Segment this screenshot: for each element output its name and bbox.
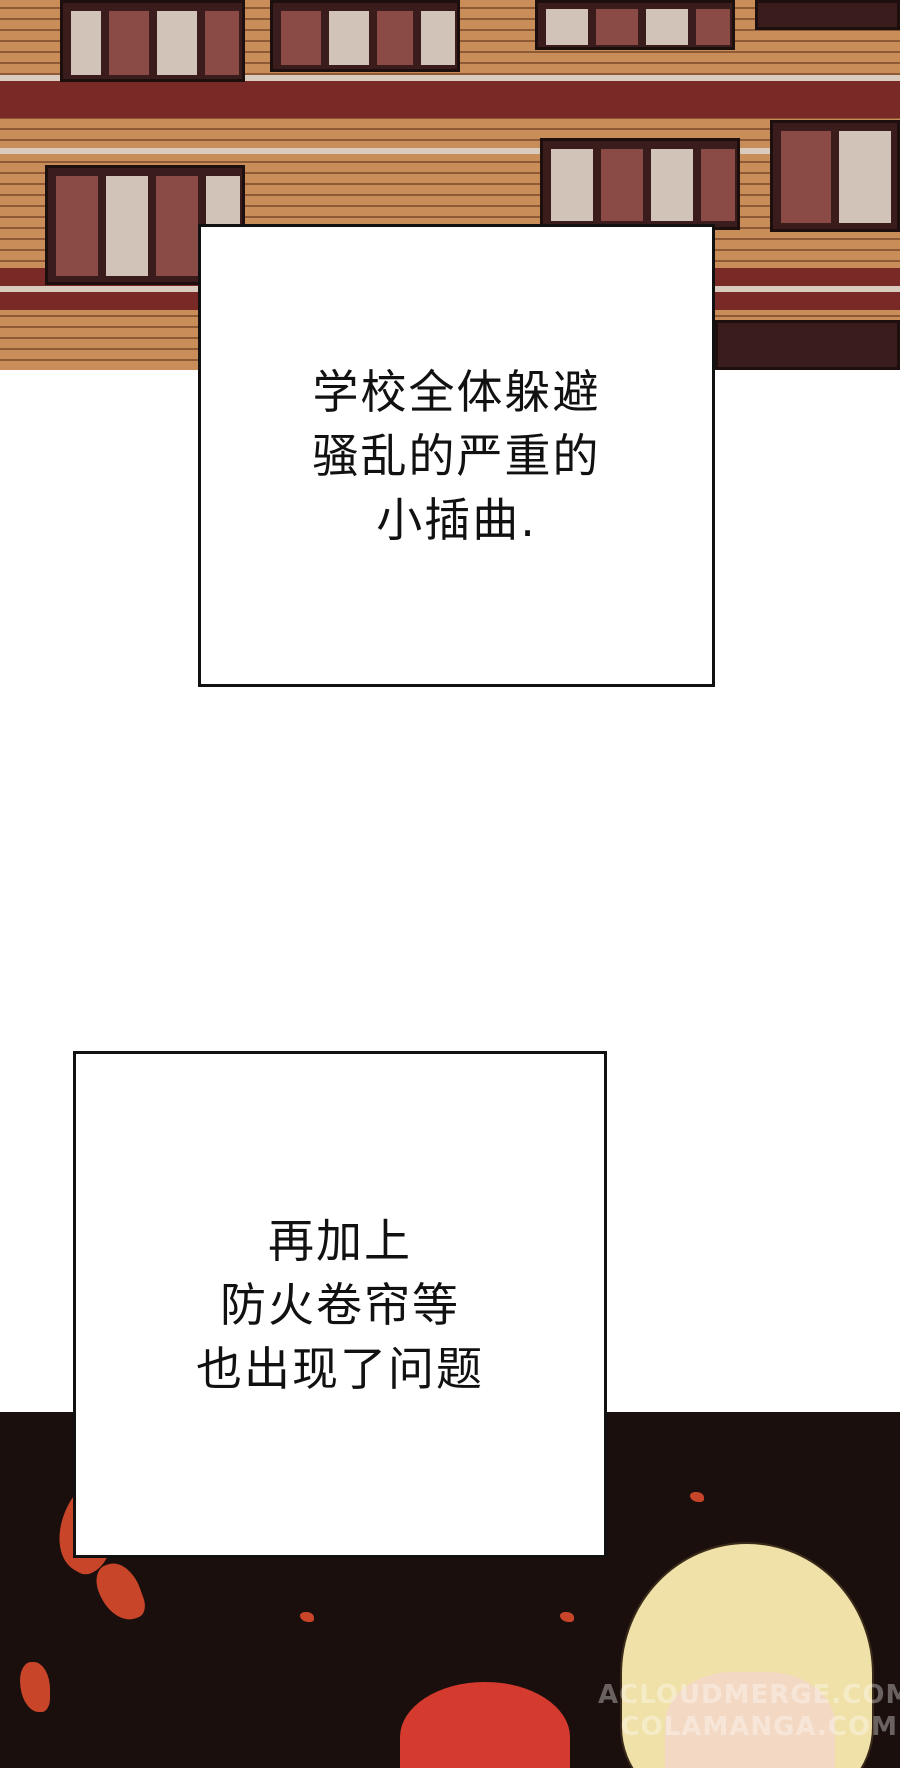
caption-line: 再加上 (268, 1213, 412, 1268)
window (770, 120, 900, 232)
character-face (665, 1672, 835, 1768)
narration-box-2: 再加上 防火卷帘等 也出现了问题 (73, 1051, 607, 1558)
watermark-text: COLAMANGA.COM (620, 1712, 898, 1742)
watermark-text: ACLOUDMERGE.COM (598, 1680, 900, 1710)
caption-line: 骚乱的严重的 (312, 428, 601, 483)
window (715, 320, 900, 370)
ledge (0, 75, 900, 81)
red-trim-band (0, 80, 900, 118)
fire-scene-panel (0, 1412, 900, 1768)
window (60, 0, 245, 82)
ledge (0, 148, 900, 154)
fire-ember (560, 1612, 574, 1622)
fire-ember (90, 1556, 150, 1628)
red-haired-character (400, 1682, 570, 1768)
fire-ember (300, 1612, 314, 1622)
window (755, 0, 900, 30)
caption-line: 防火卷帘等 (220, 1277, 460, 1332)
caption-line: 小插曲. (376, 492, 537, 547)
narration-box-1: 学校全体躲避 骚乱的严重的 小插曲. (198, 224, 715, 687)
window (535, 0, 735, 50)
window (540, 138, 740, 230)
fire-ember (690, 1492, 704, 1502)
window (270, 0, 460, 72)
caption-line: 也出现了问题 (196, 1341, 484, 1396)
caption-line: 学校全体躲避 (312, 364, 601, 419)
fire-ember (20, 1662, 50, 1712)
